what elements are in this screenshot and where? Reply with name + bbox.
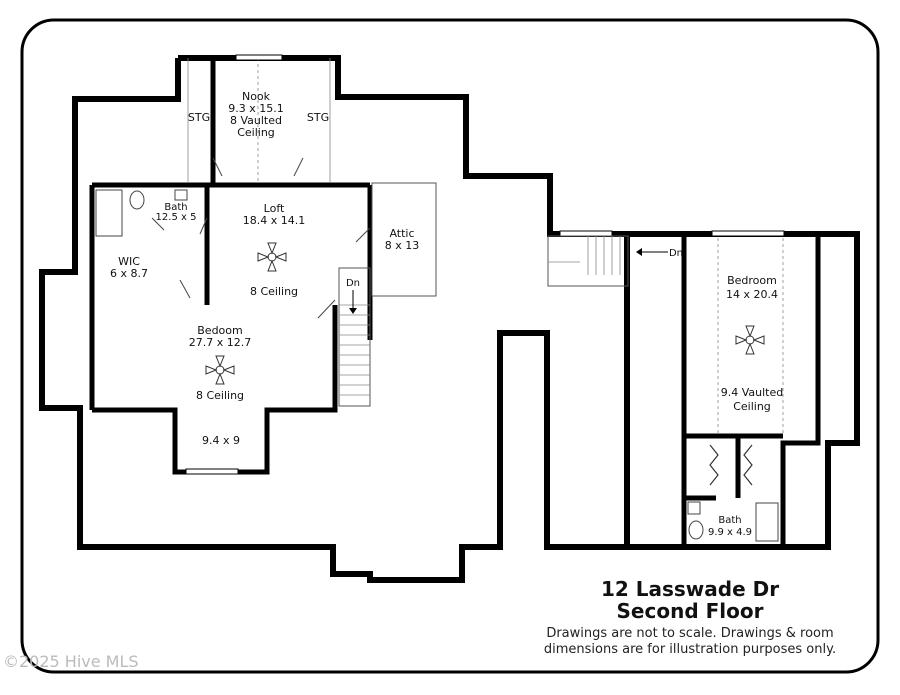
bedroom1-alcove-dims: 9.4 x 9 <box>202 434 240 447</box>
nook-dims: 9.3 x 15.1 <box>228 102 284 115</box>
bedroom2-east-wall <box>780 234 821 547</box>
bath2-dims: 9.9 x 4.9 <box>708 527 752 538</box>
bedroom1-window <box>185 468 239 475</box>
bath1-tub <box>95 189 123 237</box>
disclaimer-line-1: Drawings are not to scale. Drawings & ro… <box>546 626 834 641</box>
bath2-name: Bath <box>718 515 741 526</box>
bedroom1-walls <box>92 305 338 475</box>
bedroom2-name: Bedroom <box>727 274 777 287</box>
loft-dims: 18.4 x 14.1 <box>243 214 306 227</box>
attic-outline <box>371 182 437 297</box>
bath2-sink <box>687 501 701 515</box>
bedroom2-fan-icon <box>735 325 765 355</box>
hall-window <box>559 230 613 237</box>
nook-ceiling-1: 8 Vaulted <box>230 114 282 127</box>
bath2-shower <box>755 502 779 542</box>
bedroom1-name: Bedoom <box>197 324 242 337</box>
stairs-right <box>547 235 668 287</box>
closet-door-icons <box>709 444 753 486</box>
bedroom2-ceiling-1: 9.4 Vaulted <box>721 386 784 399</box>
stg-right-label: STG <box>307 111 329 124</box>
door-swings <box>151 157 371 319</box>
bath1-name: Bath <box>164 202 187 213</box>
exterior-wall-left <box>39 55 630 583</box>
loft-ceiling: 8 Ceiling <box>250 285 298 298</box>
copyright-watermark: ©2025 Hive MLS <box>3 652 139 671</box>
bedroom2-ceiling-2: Ceiling <box>733 400 771 413</box>
loft-fan-icon <box>257 242 287 272</box>
bath1-dims: 12.5 x 5 <box>156 212 197 223</box>
nook-ceiling-2: Ceiling <box>237 126 275 139</box>
nook-name: Nook <box>242 90 271 103</box>
stairs2-label: Dn <box>669 248 683 259</box>
floor-title: Second Floor <box>616 599 764 623</box>
address-title: 12 Lasswade Dr <box>600 577 780 601</box>
stairs-main <box>338 267 371 407</box>
wic-name: WIC <box>118 255 140 268</box>
disclaimer-line-2: dimensions are for illustration purposes… <box>543 642 837 657</box>
wic-dims: 6 x 8.7 <box>110 267 148 280</box>
plan-title-block: 12 Lasswade Dr Second Floor Drawings are… <box>520 578 860 658</box>
stg-left-label: STG <box>188 111 210 124</box>
loft-name: Loft <box>264 202 285 215</box>
page-frame <box>20 18 880 674</box>
attic-dims: 8 x 13 <box>385 239 420 252</box>
stairs1-label: Dn <box>346 278 360 289</box>
nook-window <box>235 54 283 61</box>
bedroom1-ceiling: 8 Ceiling <box>196 389 244 402</box>
bath2-toilet <box>688 520 704 540</box>
bath1-sink <box>174 189 188 201</box>
bedroom1-dims: 27.7 x 12.7 <box>189 336 252 349</box>
bath1-toilet <box>129 190 145 210</box>
bedroom2-window <box>711 230 785 237</box>
bedroom2-dims: 14 x 20.4 <box>726 288 778 301</box>
bedroom1-fan-icon <box>205 355 235 385</box>
attic-name: Attic <box>389 227 414 240</box>
